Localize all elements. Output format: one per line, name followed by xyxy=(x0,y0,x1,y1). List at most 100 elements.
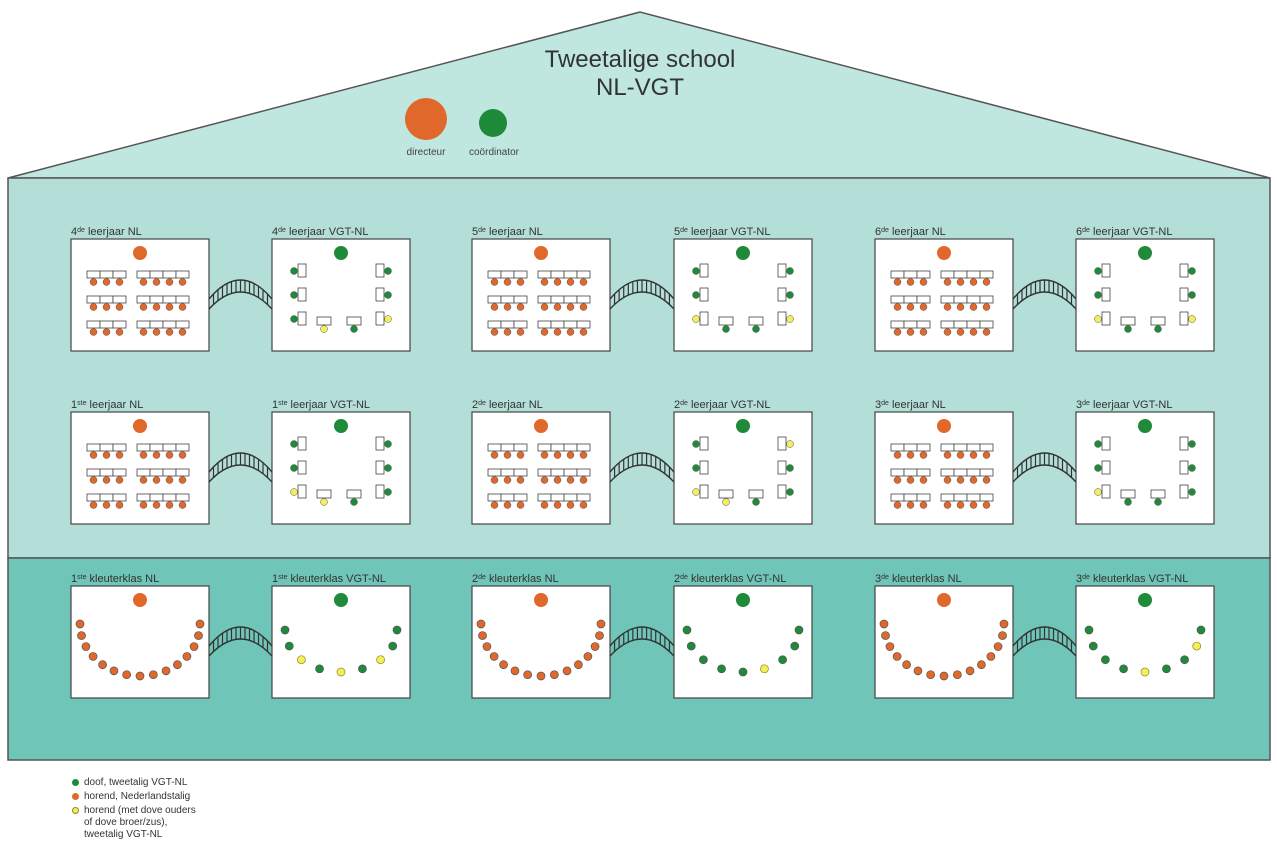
classroom-name: leerjaar NL xyxy=(89,399,144,411)
coordinator-label: coördinator xyxy=(468,147,520,158)
deaf-pupil-dot xyxy=(284,641,294,651)
desk xyxy=(699,484,709,499)
classroom xyxy=(874,411,1014,525)
deaf-pupil-dot xyxy=(290,464,298,472)
classroom xyxy=(673,411,813,525)
hearing-pupil-dot xyxy=(956,278,965,286)
desk xyxy=(563,320,578,329)
deaf-pupil-dot xyxy=(682,625,692,635)
desk xyxy=(112,493,127,502)
teacher-dot xyxy=(133,246,147,260)
desk xyxy=(297,287,307,302)
classroom-name: leerjaar NL xyxy=(87,226,142,238)
classroom-name: leerjaar NL xyxy=(488,226,543,238)
deaf-pupil-dot xyxy=(384,291,392,299)
classroom xyxy=(271,585,411,699)
desk xyxy=(966,295,981,304)
desk xyxy=(1101,287,1111,302)
coda-pupil-dot xyxy=(297,655,306,665)
hearing-pupil-dot xyxy=(939,671,949,681)
classroom-label: 4de leerjaar NL xyxy=(71,225,142,238)
desk xyxy=(513,468,528,477)
desk xyxy=(890,443,905,452)
coda-pupil-dot xyxy=(1192,641,1202,651)
classroom xyxy=(1075,585,1215,699)
hearing-pupil-dot xyxy=(178,303,187,311)
desk xyxy=(890,468,905,477)
desk xyxy=(979,320,994,329)
hearing-pupil-dot xyxy=(553,278,562,286)
hearing-pupil-dot xyxy=(943,303,952,311)
grade-number: 3 xyxy=(875,573,882,585)
grade-number: 2 xyxy=(472,573,479,585)
hearing-pupil-dot xyxy=(135,671,145,681)
desk xyxy=(297,460,307,475)
desk xyxy=(1179,436,1189,451)
desk xyxy=(916,270,931,279)
bridge-connector xyxy=(208,279,273,310)
classroom-label: 4de leerjaar VGT-NL xyxy=(272,225,368,238)
desk xyxy=(550,493,565,502)
grade-suffix: ste xyxy=(278,574,288,581)
desk xyxy=(99,270,114,279)
desk xyxy=(149,443,164,452)
deaf-pupil-dot xyxy=(1094,440,1102,448)
hearing-pupil-dot xyxy=(943,451,952,459)
classroom-name: leerjaar VGT-NL xyxy=(690,399,771,411)
teacher-dot xyxy=(1138,419,1152,433)
desk xyxy=(940,295,955,304)
hearing-pupil-dot xyxy=(579,328,588,336)
coda-pupil-dot xyxy=(376,655,385,665)
hearing-pupil-dot xyxy=(893,451,902,459)
grade-suffix: de xyxy=(1082,227,1090,234)
hearing-pupil-dot xyxy=(893,328,902,336)
hearing-pupil-dot xyxy=(115,451,124,459)
classroom-name: leerjaar NL xyxy=(891,399,946,411)
coda-pupil-dot xyxy=(290,488,298,496)
grade-number: 6 xyxy=(1076,226,1083,238)
deaf-pupil-dot xyxy=(384,440,392,448)
deaf-pupil-dot xyxy=(778,655,787,665)
hearing-pupil-dot xyxy=(516,328,525,336)
classroom xyxy=(471,238,611,352)
deaf-pupil-dot xyxy=(290,315,298,323)
hearing-pupil-dot xyxy=(115,328,124,336)
desk xyxy=(1101,484,1111,499)
desk xyxy=(576,468,591,477)
desk xyxy=(162,443,177,452)
hearing-pupil-dot xyxy=(993,642,1003,651)
hearing-pupil-dot xyxy=(566,476,575,484)
classroom xyxy=(1075,238,1215,352)
desk xyxy=(777,484,787,499)
hearing-pupil-dot xyxy=(906,303,915,311)
grade-number: 5 xyxy=(472,226,479,238)
bridge-connector xyxy=(609,452,675,483)
desk xyxy=(500,295,515,304)
hearing-pupil-dot xyxy=(982,278,991,286)
deaf-pupil-dot xyxy=(1188,291,1196,299)
desk xyxy=(1101,311,1111,326)
desk xyxy=(346,489,362,499)
desk xyxy=(916,493,931,502)
desk xyxy=(940,320,955,329)
hearing-pupil-dot xyxy=(88,652,98,661)
desk xyxy=(537,468,552,477)
hearing-pupil-dot xyxy=(115,476,124,484)
desk xyxy=(1179,460,1189,475)
hearing-pupil-dot xyxy=(919,501,928,509)
hearing-pupil-dot xyxy=(89,303,98,311)
hearing-pupil-dot xyxy=(178,501,187,509)
hearing-pupil-dot xyxy=(161,666,171,676)
hearing-pupil-dot xyxy=(969,501,978,509)
desk xyxy=(537,493,552,502)
desk xyxy=(112,320,127,329)
hearing-pupil-dot xyxy=(969,278,978,286)
desk xyxy=(576,270,591,279)
hearing-pupil-dot xyxy=(566,501,575,509)
desk xyxy=(149,295,164,304)
desk xyxy=(487,320,502,329)
grade-number: 2 xyxy=(472,399,479,411)
desk xyxy=(777,287,787,302)
desk xyxy=(748,489,764,499)
desk xyxy=(979,443,994,452)
